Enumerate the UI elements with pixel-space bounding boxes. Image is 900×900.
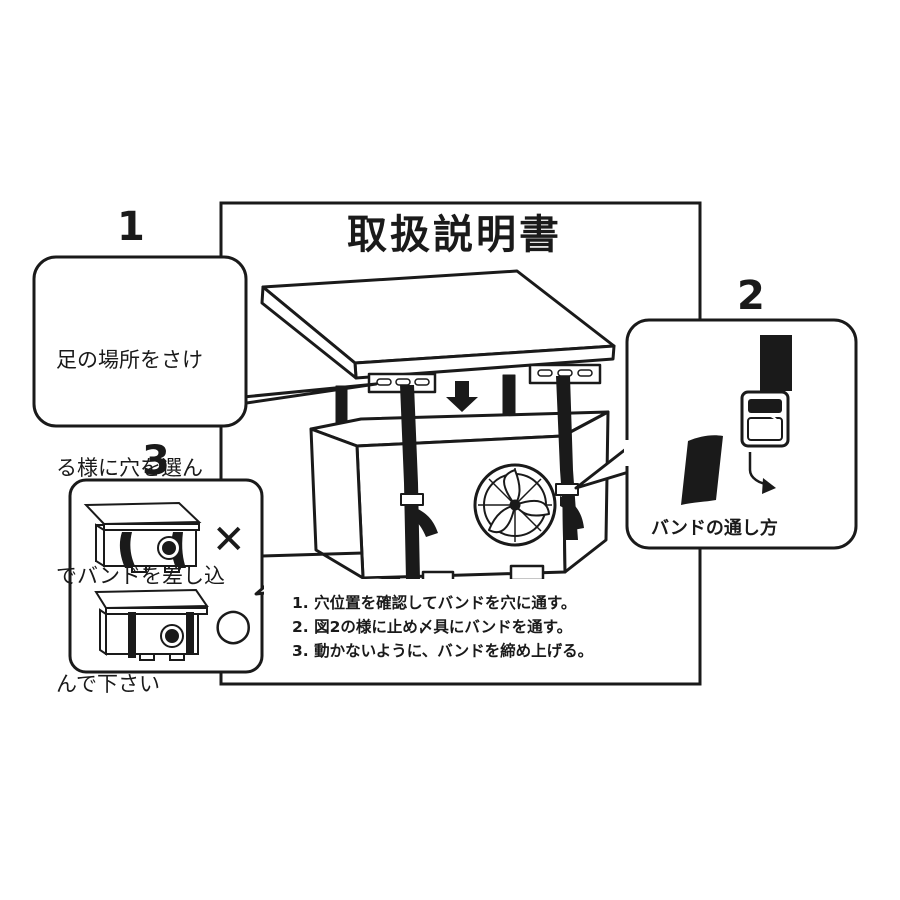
wrong-mark-icon: ✕ bbox=[212, 517, 246, 563]
buckle-left bbox=[400, 493, 424, 506]
instruction-item: 3. 動かないように、バンドを締め上げる。 bbox=[292, 642, 594, 660]
instruction-item: 1. 穴位置を確認してバンドを穴に通す。 bbox=[292, 594, 577, 612]
down-arrow-icon bbox=[446, 381, 478, 412]
strap-right bbox=[556, 376, 578, 540]
callout-1-text: 足の場所をさけ る様に穴を選ん でバンドを差し込 んで下さい bbox=[56, 270, 225, 738]
arrow-icon bbox=[762, 478, 776, 494]
callout-2-caption: バンドの通し方 bbox=[651, 518, 778, 539]
page-title: 取扱説明書 bbox=[347, 212, 562, 258]
instruction-item: 2. 図2の様に止め〆具にバンドを通す。 bbox=[292, 618, 573, 636]
callout-2 bbox=[574, 318, 858, 550]
callout-1-line: んで下さい bbox=[56, 672, 160, 696]
callout-3 bbox=[68, 478, 264, 674]
instructions-box bbox=[254, 576, 642, 678]
instruction-list: 1. 穴位置を確認してバンドを穴に通す。 2. 図2の様に止め〆具にバンドを通す… bbox=[292, 591, 593, 663]
wrong-example bbox=[83, 501, 202, 573]
buckle-right bbox=[555, 483, 579, 496]
right-mark-icon: ○ bbox=[214, 599, 253, 650]
step-number-2: 2 bbox=[737, 273, 765, 319]
fan-grille bbox=[473, 463, 557, 547]
callout-1 bbox=[32, 255, 378, 428]
connector-3 bbox=[261, 551, 364, 558]
strap-detail bbox=[760, 335, 792, 391]
right-example bbox=[94, 588, 209, 661]
step-number-3: 3 bbox=[142, 438, 170, 484]
step-number-1: 1 bbox=[117, 204, 145, 250]
callout-1-line: る様に穴を選ん bbox=[56, 456, 203, 480]
cover-illustration bbox=[260, 269, 616, 588]
strap-left bbox=[400, 385, 420, 580]
callout-1-line: 足の場所をさけ bbox=[56, 348, 203, 372]
outdoor-unit-side bbox=[309, 427, 365, 580]
callout-1-line: でバンドを差し込 bbox=[56, 564, 226, 588]
